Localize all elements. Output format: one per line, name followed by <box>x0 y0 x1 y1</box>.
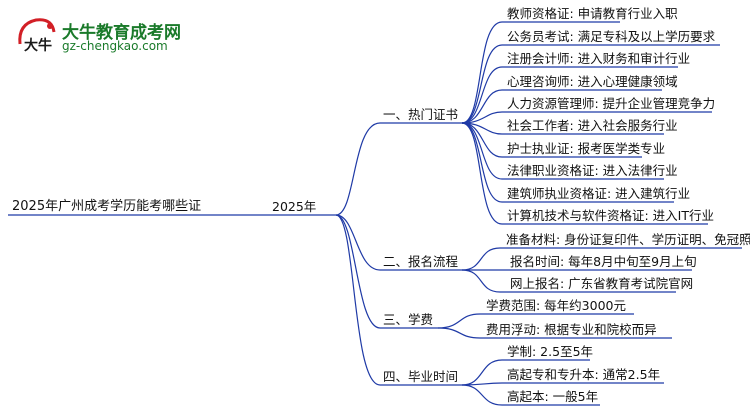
leaf-cpa: 注册会计师: 进入财务和审计行业 <box>507 51 691 66</box>
leaf-fee-variation: 费用浮动: 根据专业和院校而异 <box>486 322 657 337</box>
branch-tuition: 三、学费 <box>383 312 434 327</box>
logo-mark-icon: 大牛 <box>18 18 56 54</box>
branch-registration-process: 二、报名流程 <box>383 254 459 269</box>
hub-to-branch-1 <box>335 122 381 216</box>
leaf-civil-service-exam: 公务员考试: 满足专科及以上学历要求 <box>507 29 716 44</box>
logo-text: 大牛 <box>24 37 52 54</box>
leaf-legal-qualification: 法律职业资格证: 进入法律行业 <box>507 163 678 178</box>
leaf-teacher-certificate: 教师资格证: 申请教育行业入职 <box>507 6 678 21</box>
branch-graduation-time: 四、毕业时间 <box>383 369 459 384</box>
leaf-associate-and-upgrade: 高起专和专升本: 通常2.5年 <box>507 367 661 382</box>
leaf-high-to-bachelor: 高起本: 一般5年 <box>507 389 599 404</box>
leaf-nurse-license: 护士执业证: 报考医学类专业 <box>507 141 666 156</box>
leaf-computer-software-qualification: 计算机技术与软件资格证: 进入IT行业 <box>507 208 715 223</box>
leaf-study-duration: 学制: 2.5至5年 <box>507 344 594 359</box>
leaf-psychological-counselor: 心理咨询师: 进入心理健康领域 <box>507 74 678 89</box>
leaf-architect-qualification: 建筑师执业资格证: 进入建筑行业 <box>507 186 691 201</box>
hub-node: 2025年 <box>272 199 317 214</box>
leaf-social-worker: 社会工作者: 进入社会服务行业 <box>507 118 678 133</box>
leaf-registration-time: 报名时间: 每年8月中旬至9月上旬 <box>510 254 697 269</box>
leaf-tuition-range: 学费范围: 每年约3000元 <box>486 298 626 313</box>
branch-hot-certificates: 一、热门证书 <box>383 107 459 122</box>
site-logo[interactable]: 大牛 大牛教育成考网 gz-chengkao.com <box>14 14 214 54</box>
hub-to-branch-3 <box>335 214 381 329</box>
site-url: gz-chengkao.com <box>62 39 168 53</box>
leaf-online-registration: 网上报名: 广东省教育考试院官网 <box>510 276 694 291</box>
brand-name: 大牛教育成考网 <box>62 23 181 43</box>
leaf-prepare-materials: 准备材料: 身份证复印件、学历证明、免冠照片 <box>506 232 750 247</box>
root-node: 2025年广州成考学历能考哪些证 <box>12 199 202 214</box>
leaf-hr-manager: 人力资源管理师: 提升企业管理竞争力 <box>507 96 716 111</box>
hub-to-branch-2 <box>335 214 381 271</box>
hub-to-branch-4 <box>335 214 381 386</box>
